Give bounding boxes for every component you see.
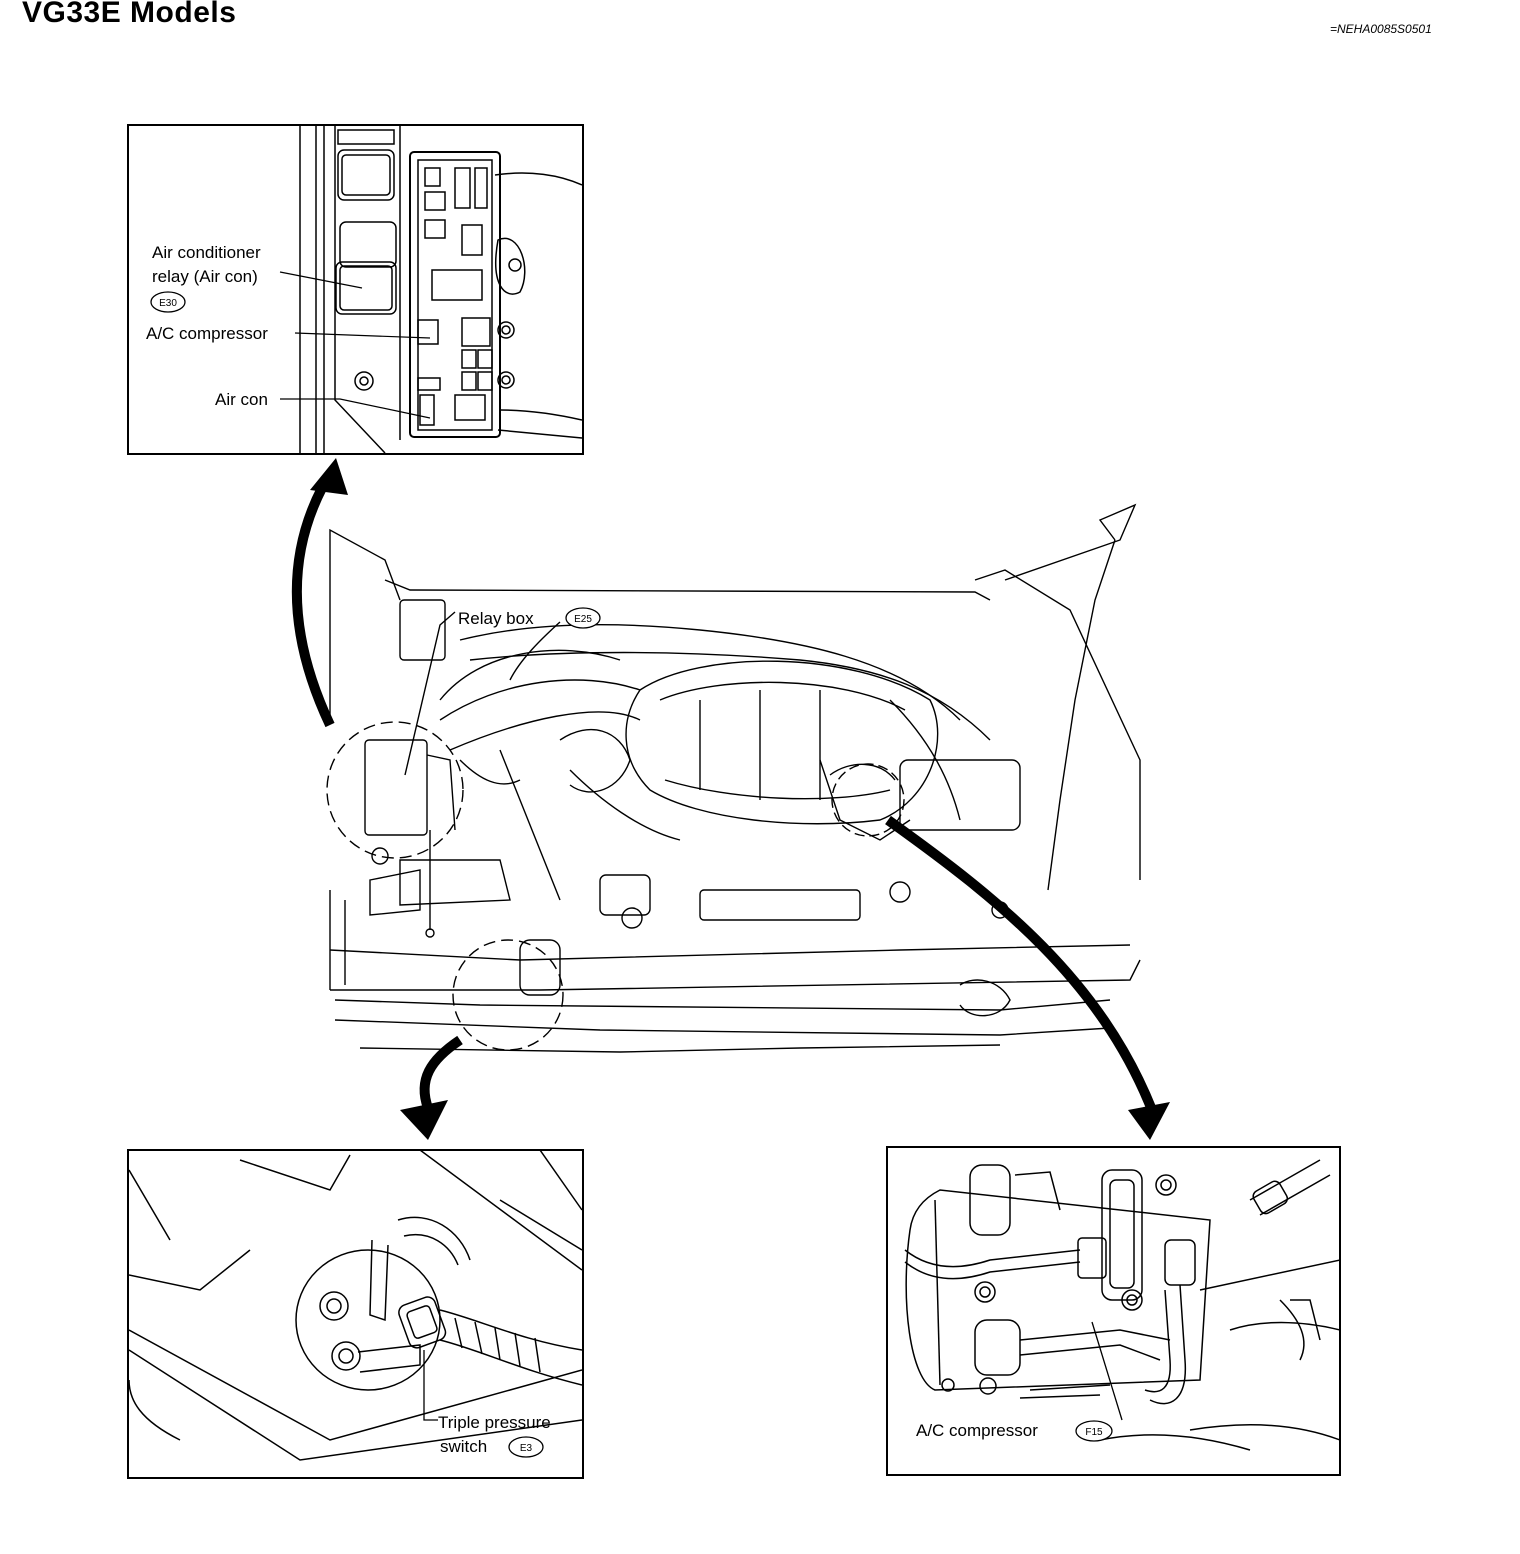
relay-box-detail: Air conditioner relay (Air con) E30 A/C … <box>127 124 584 455</box>
triple-pressure-switch-label: Triple pressure <box>438 1413 551 1432</box>
air-conditioner-relay-label: Air conditioner <box>152 243 261 262</box>
page-title: VG33E Models <box>22 0 237 29</box>
connector-badge-e3: E3 <box>508 1436 544 1458</box>
triple-pressure-switch-label-line2: switch <box>440 1437 487 1456</box>
arrow-to-relay-detail <box>291 485 335 728</box>
connector-f15: F15 <box>1085 1427 1103 1438</box>
document-reference: =NEHA0085S0501 <box>1330 22 1432 36</box>
arrow-to-compressor-detail <box>885 815 1157 1112</box>
arrow-to-pressure-switch-detail <box>419 1035 463 1110</box>
callout-arrows <box>291 458 1170 1140</box>
air-conditioner-relay-label-line2: relay (Air con) <box>152 267 258 286</box>
relay-box-label: Relay box <box>458 609 534 628</box>
air-con-fuse-label: Air con <box>215 390 268 409</box>
connector-e3: E3 <box>520 1443 533 1454</box>
engine-compartment-overview <box>329 503 1141 1053</box>
ac-compressor-detail: A/C compressor F15 <box>886 1146 1341 1476</box>
connector-badge-e25: E25 <box>565 607 601 629</box>
ac-compressor-label: A/C compressor <box>916 1421 1038 1440</box>
ac-compressor-fuse-label: A/C compressor <box>146 324 268 343</box>
connector-e30: E30 <box>159 298 177 309</box>
connector-badge-f15: F15 <box>1075 1420 1113 1442</box>
connector-e25: E25 <box>574 614 592 625</box>
overview-callouts <box>326 611 905 1051</box>
connector-badge-e30: E30 <box>150 291 186 313</box>
triple-pressure-switch-detail: Triple pressure switch E3 <box>127 1149 584 1479</box>
